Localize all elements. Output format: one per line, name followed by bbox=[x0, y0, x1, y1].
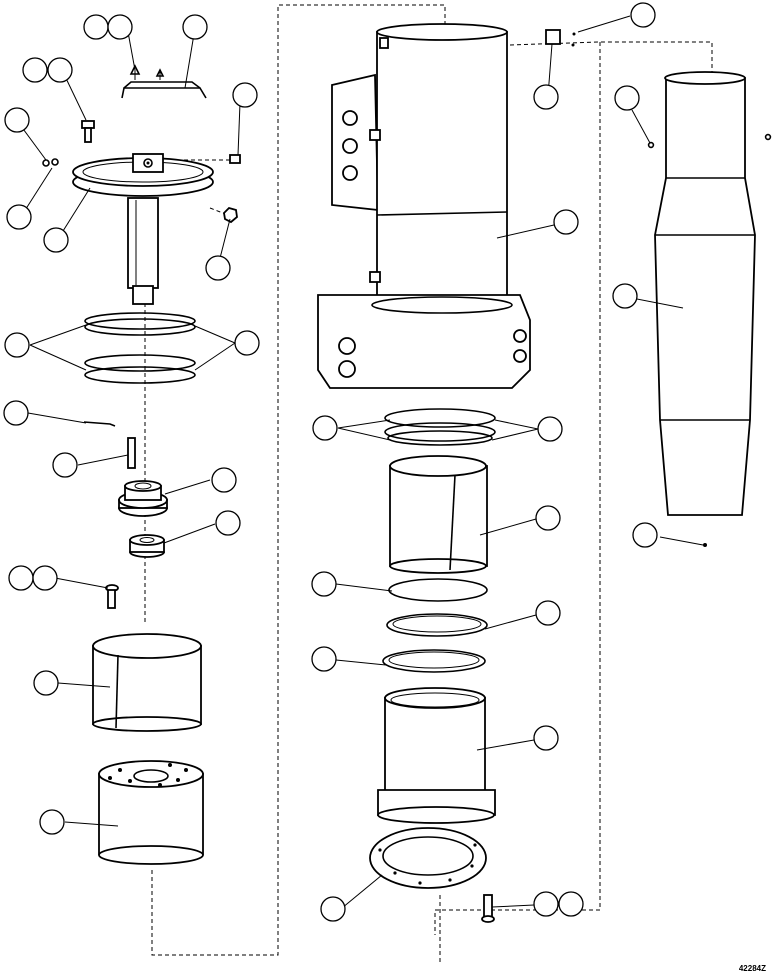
callout-bubble bbox=[312, 415, 338, 441]
callout-bubble bbox=[630, 2, 656, 28]
shaft bbox=[127, 197, 159, 305]
callout-bubble bbox=[311, 571, 337, 597]
callout-bubble bbox=[4, 332, 30, 358]
callout-bubble bbox=[6, 204, 32, 230]
o-rings-left bbox=[84, 312, 196, 384]
callout-bubbles bbox=[3, 2, 658, 922]
callout-bubble bbox=[537, 416, 563, 442]
callout-bubble bbox=[535, 600, 561, 626]
clip-and-pin bbox=[83, 421, 136, 469]
sleeve-left bbox=[92, 633, 202, 732]
callout-bubble bbox=[52, 452, 78, 478]
callout-bubble bbox=[8, 565, 34, 591]
callout-bubble bbox=[533, 84, 559, 110]
callout-bubble bbox=[535, 505, 561, 531]
callout-bubble bbox=[33, 670, 59, 696]
callout-bubble bbox=[234, 330, 260, 356]
castle-nut bbox=[129, 534, 165, 558]
cover-plate bbox=[72, 153, 214, 197]
callout-bubble bbox=[311, 646, 337, 672]
callout-bubble bbox=[4, 107, 30, 133]
leader-lines bbox=[17, 15, 704, 909]
callout-bubble bbox=[215, 510, 241, 536]
small-fasteners-left bbox=[42, 154, 241, 224]
callout-bubble bbox=[553, 209, 579, 235]
callout-bubble bbox=[107, 14, 133, 40]
drawing-number: 42284Z bbox=[738, 964, 766, 973]
callout-bubble bbox=[39, 809, 65, 835]
main-housing-body bbox=[317, 23, 531, 389]
callout-bubble bbox=[320, 896, 346, 922]
callout-bubble bbox=[83, 14, 109, 40]
screw-top-left bbox=[81, 120, 95, 143]
callout-bubble bbox=[632, 522, 658, 548]
callout-bubble bbox=[205, 255, 231, 281]
callout-bubble bbox=[47, 57, 73, 83]
sleeve-center bbox=[389, 455, 488, 574]
bushing bbox=[118, 480, 168, 517]
callout-bubble bbox=[533, 891, 559, 917]
callout-bubble bbox=[22, 57, 48, 83]
housing-left bbox=[98, 760, 204, 865]
callout-bubble bbox=[558, 891, 584, 917]
bolt-bottom bbox=[481, 894, 495, 923]
tube-assembly bbox=[647, 71, 772, 547]
callout-bubble bbox=[43, 227, 69, 253]
bearing-housing-center bbox=[377, 687, 496, 824]
seal-rings-center bbox=[382, 578, 488, 673]
callout-bubble bbox=[533, 725, 559, 751]
small-cap bbox=[545, 29, 576, 47]
o-rings-center bbox=[384, 408, 496, 446]
callout-bubble bbox=[3, 400, 29, 426]
callout-bubble bbox=[32, 565, 58, 591]
callout-bubble bbox=[232, 82, 258, 108]
flange-ring bbox=[369, 827, 487, 889]
callout-bubble bbox=[612, 283, 638, 309]
callout-bubble bbox=[182, 14, 208, 40]
callout-bubble bbox=[211, 467, 237, 493]
lifting-bracket bbox=[121, 64, 207, 99]
callout-bubble bbox=[614, 85, 640, 111]
